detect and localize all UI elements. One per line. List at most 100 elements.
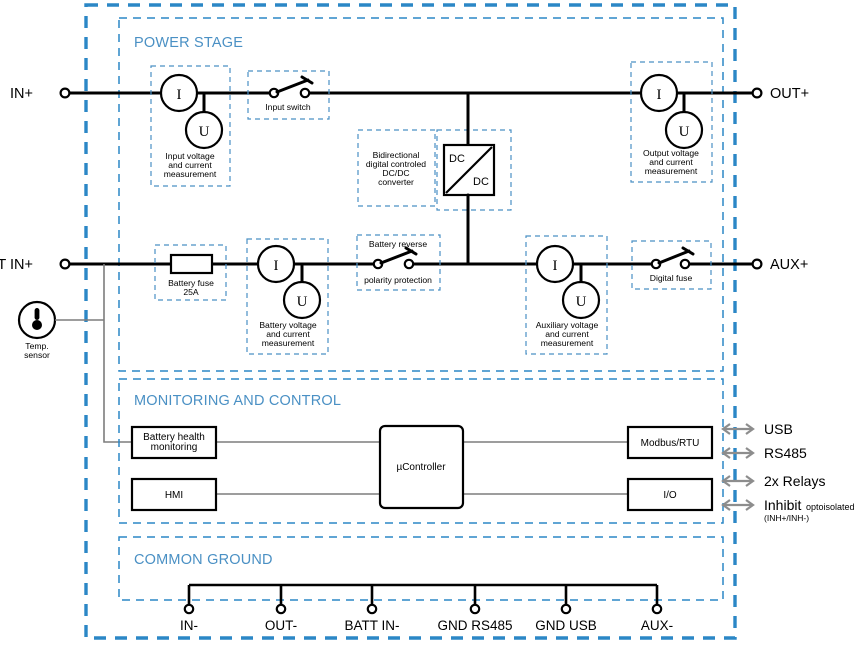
output-current-meter-label: I (657, 87, 662, 103)
dcdc-label-3: DC/DC (382, 168, 409, 178)
auxiliary-voltage-meter (561, 280, 601, 320)
input-switch-block: Input switch (247, 70, 330, 120)
battery-health-label-2: monitoring (151, 442, 198, 453)
battery-measurement-label-2: and current (266, 329, 310, 339)
modbus-rtu-label: Modbus/RTU (641, 438, 700, 449)
ground-label-out-minus: OUT- (265, 618, 297, 633)
battery-health-monitoring-block: Battery health monitoring (130, 425, 218, 460)
reverse-polarity-border (356, 234, 441, 291)
ground-terminal-gnd-usb (560, 603, 572, 615)
dcdc-symbol-top-label: DC (449, 153, 465, 165)
output-measurement-label-1: Output voltage (643, 148, 699, 158)
auxiliary-current-meter-label: I (553, 258, 558, 274)
auxiliary-measurement-label-1: Auxiliary voltage (536, 320, 599, 330)
output-measurement-block: I U Output voltage and current measureme… (630, 61, 713, 183)
temp-sensor-block: Temp. sensor (17, 300, 104, 360)
ground-terminal-aux-minus (651, 603, 663, 615)
battery-measurement-border (246, 238, 329, 355)
battery-current-meter (256, 244, 296, 284)
batt-in-plus-terminal (59, 258, 71, 270)
input-measurement-border (150, 65, 231, 187)
section-monitoring-border (118, 378, 724, 524)
rs485-arrow (721, 447, 755, 459)
battery-fuse-label-2: 25A (183, 287, 199, 297)
aux-plus-terminal (751, 258, 763, 270)
ground-label-in-minus: IN- (180, 618, 198, 633)
output-measurement-border (630, 61, 713, 183)
auxiliary-measurement-border (525, 235, 608, 355)
battery-health-label-1: Battery health (143, 432, 205, 443)
battery-voltage-meter-label: U (297, 294, 308, 310)
output-measurement-label-2: and current (649, 157, 693, 167)
section-title-monitoring: MONITORING AND CONTROL (134, 393, 341, 409)
battery-measurement-label-1: Battery voltage (259, 320, 317, 330)
batt-in-plus-label: BATT IN+ (0, 257, 33, 273)
inhibit-arrow (721, 499, 755, 511)
interface-label-rs485: RS485 (764, 445, 807, 461)
dcdc-label-2: digital controled (366, 159, 426, 169)
interface-label-relays: 2x Relays (764, 473, 825, 489)
battery-current-meter-label: I (274, 258, 279, 274)
device-boundary (84, 3, 737, 640)
microcontroller-label: µController (396, 462, 446, 473)
auxiliary-measurement-label-2: and current (545, 329, 589, 339)
ground-terminal-gnd-rs485 (469, 603, 481, 615)
battery-health-signal-wire (103, 264, 132, 443)
io-block: I/O (626, 477, 714, 512)
battery-fuse-label-1: Battery fuse (168, 278, 214, 288)
ground-label-batt-in-minus: BATT IN- (344, 618, 399, 633)
interface-label-inhibit: Inhibit (764, 497, 801, 513)
relays-arrow (721, 475, 755, 487)
input-switch-label: Input switch (265, 102, 311, 112)
microcontroller-block: µController (378, 424, 465, 510)
input-switch-border (247, 70, 330, 120)
dcdc-symbol-bottom-label: DC (473, 176, 489, 188)
input-measurement-label-2: and current (168, 160, 212, 170)
input-voltage-meter-label: U (199, 124, 210, 140)
interface-arrows (721, 423, 755, 511)
interface-sub-inhibit: optoisolated (806, 502, 855, 512)
usb-arrow (721, 423, 755, 435)
input-measurement-label-1: Input voltage (165, 151, 214, 161)
interface-sub2-inhibit: (INH+/INH-) (764, 513, 809, 523)
battery-fuse-symbol (169, 253, 214, 275)
dcdc-label-4: converter (378, 177, 414, 187)
auxiliary-current-meter (535, 244, 575, 284)
output-current-meter (639, 73, 679, 113)
section-common-ground-border (118, 536, 724, 601)
dcdc-annotation-border (357, 129, 436, 207)
auxiliary-voltage-meter-label: U (576, 294, 587, 310)
ground-label-gnd-rs485: GND RS485 (437, 618, 512, 633)
battery-fuse-block: Battery fuse 25A (154, 244, 227, 301)
input-measurement-label-3: measurement (164, 169, 217, 179)
reverse-polarity-protection-block: Battery reverse polarity protection (356, 234, 441, 291)
digital-fuse-block: Digital fuse (631, 240, 712, 290)
ground-bus (183, 583, 663, 615)
output-measurement-label-3: measurement (645, 166, 698, 176)
battery-measurement-block: I U Battery voltage and current measurem… (246, 238, 329, 355)
hmi-label: HMI (165, 490, 183, 501)
interface-label-usb: USB (764, 421, 793, 437)
aux-plus-label: AUX+ (770, 257, 808, 273)
battery-voltage-meter (282, 280, 322, 320)
input-current-meter (159, 73, 199, 113)
io-block-label: I/O (663, 490, 677, 501)
ground-terminal-batt-in-minus (366, 603, 378, 615)
auxiliary-measurement-block: I U Auxiliary voltage and current measur… (525, 235, 608, 355)
digital-fuse-border (631, 240, 712, 290)
input-current-meter-label: I (177, 87, 182, 103)
dcdc-symbol-border (436, 129, 512, 211)
reverse-polarity-pole-right (403, 258, 415, 270)
in-plus-terminal (59, 87, 71, 99)
modbus-rtu-block: Modbus/RTU (626, 425, 714, 460)
dcdc-label-1: Bidirectional (373, 150, 420, 160)
in-plus-rail (59, 87, 754, 99)
ground-terminal-out-minus (275, 603, 287, 615)
out-plus-terminal (751, 87, 763, 99)
reverse-polarity-label-2: polarity protection (364, 275, 432, 285)
section-power-stage-border (118, 17, 724, 372)
output-voltage-meter-label: U (679, 124, 690, 140)
section-title-power-stage: POWER STAGE (134, 35, 243, 51)
section-title-common-ground: COMMON GROUND (134, 552, 273, 568)
battery-measurement-label-3: measurement (262, 338, 315, 348)
